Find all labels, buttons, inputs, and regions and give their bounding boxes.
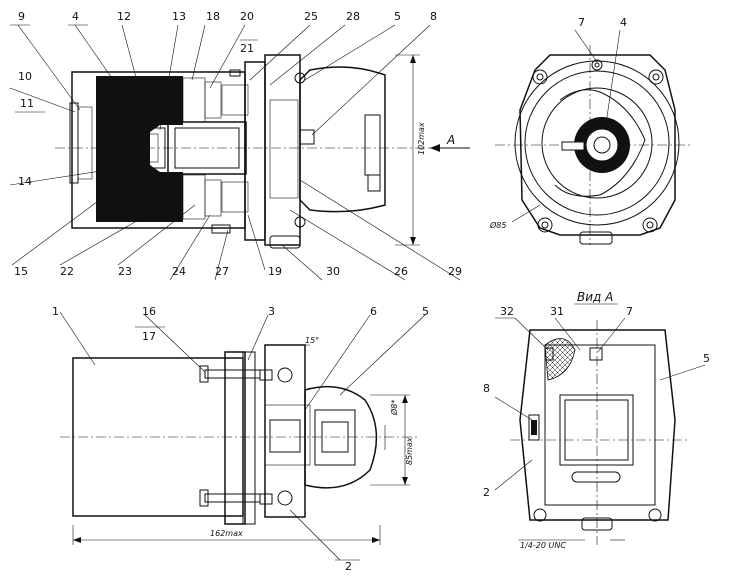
callout: 21 [240,42,254,55]
dim-thread: 1/4-20 UNC [520,541,566,550]
callout: 30 [326,265,340,278]
callout: 6 [370,305,377,318]
callout: 5 [422,305,429,318]
callout: 8 [483,382,490,395]
callout: 10 [18,70,32,83]
callout: 14 [18,175,32,188]
dim-length: 162max [210,529,243,538]
callout: 2 [345,560,352,573]
view-a: Вид А 1/4-20 UNC 32 31 7 5 8 2 [483,290,710,550]
front-view: Ø85 7 4 [489,16,690,245]
dim-diameter-85: Ø85 [489,220,506,230]
callout: 19 [268,265,282,278]
black-body [96,76,183,222]
callout: 25 [304,10,318,23]
callout: 9 [18,10,25,23]
bolt [532,69,548,85]
callout: 32 [500,305,514,318]
callout: 11 [20,97,34,110]
bolt [642,217,658,233]
dim-angle: 15° [305,336,319,345]
view-a-title: Вид А [577,290,613,304]
leaders-top-left [9,24,461,281]
dim-height-top: 102max [417,122,426,155]
dim-height-bottom: 85max [405,437,414,465]
callout: 1 [52,305,59,318]
callout: 5 [394,10,401,23]
callout: 5 [703,352,710,365]
callout: 16 [142,305,156,318]
callout: 2 [483,486,490,499]
bolt [537,217,553,233]
side-view: 162max 85max Ø8* 15° 1 16 17 3 6 5 2 [52,305,429,573]
bolt [591,59,603,71]
callout: 7 [578,16,585,29]
callout: 24 [172,265,186,278]
callout: 8 [430,10,437,23]
callout: 12 [117,10,131,23]
callout: 31 [550,305,564,318]
callout: 23 [118,265,132,278]
callout: 27 [215,265,229,278]
callout: 26 [394,265,408,278]
callout: 28 [346,10,360,23]
callout: 20 [240,10,254,23]
section-view: 102max A [55,54,470,249]
callouts-top-left: 9 4 12 13 18 20 21 25 28 5 8 10 11 14 15… [14,10,462,278]
callout: 15 [14,265,28,278]
callout: 13 [172,10,186,23]
callout: 18 [206,10,220,23]
callout: 4 [620,16,627,29]
callout: 7 [626,305,633,318]
dim-diameter-8: Ø8* [389,400,399,416]
callout: 17 [142,330,156,343]
bolt [648,69,664,85]
callout: 3 [268,305,275,318]
view-arrow-label: A [446,133,455,147]
callout: 22 [60,265,74,278]
callout: 4 [72,10,79,23]
callout: 29 [448,265,462,278]
